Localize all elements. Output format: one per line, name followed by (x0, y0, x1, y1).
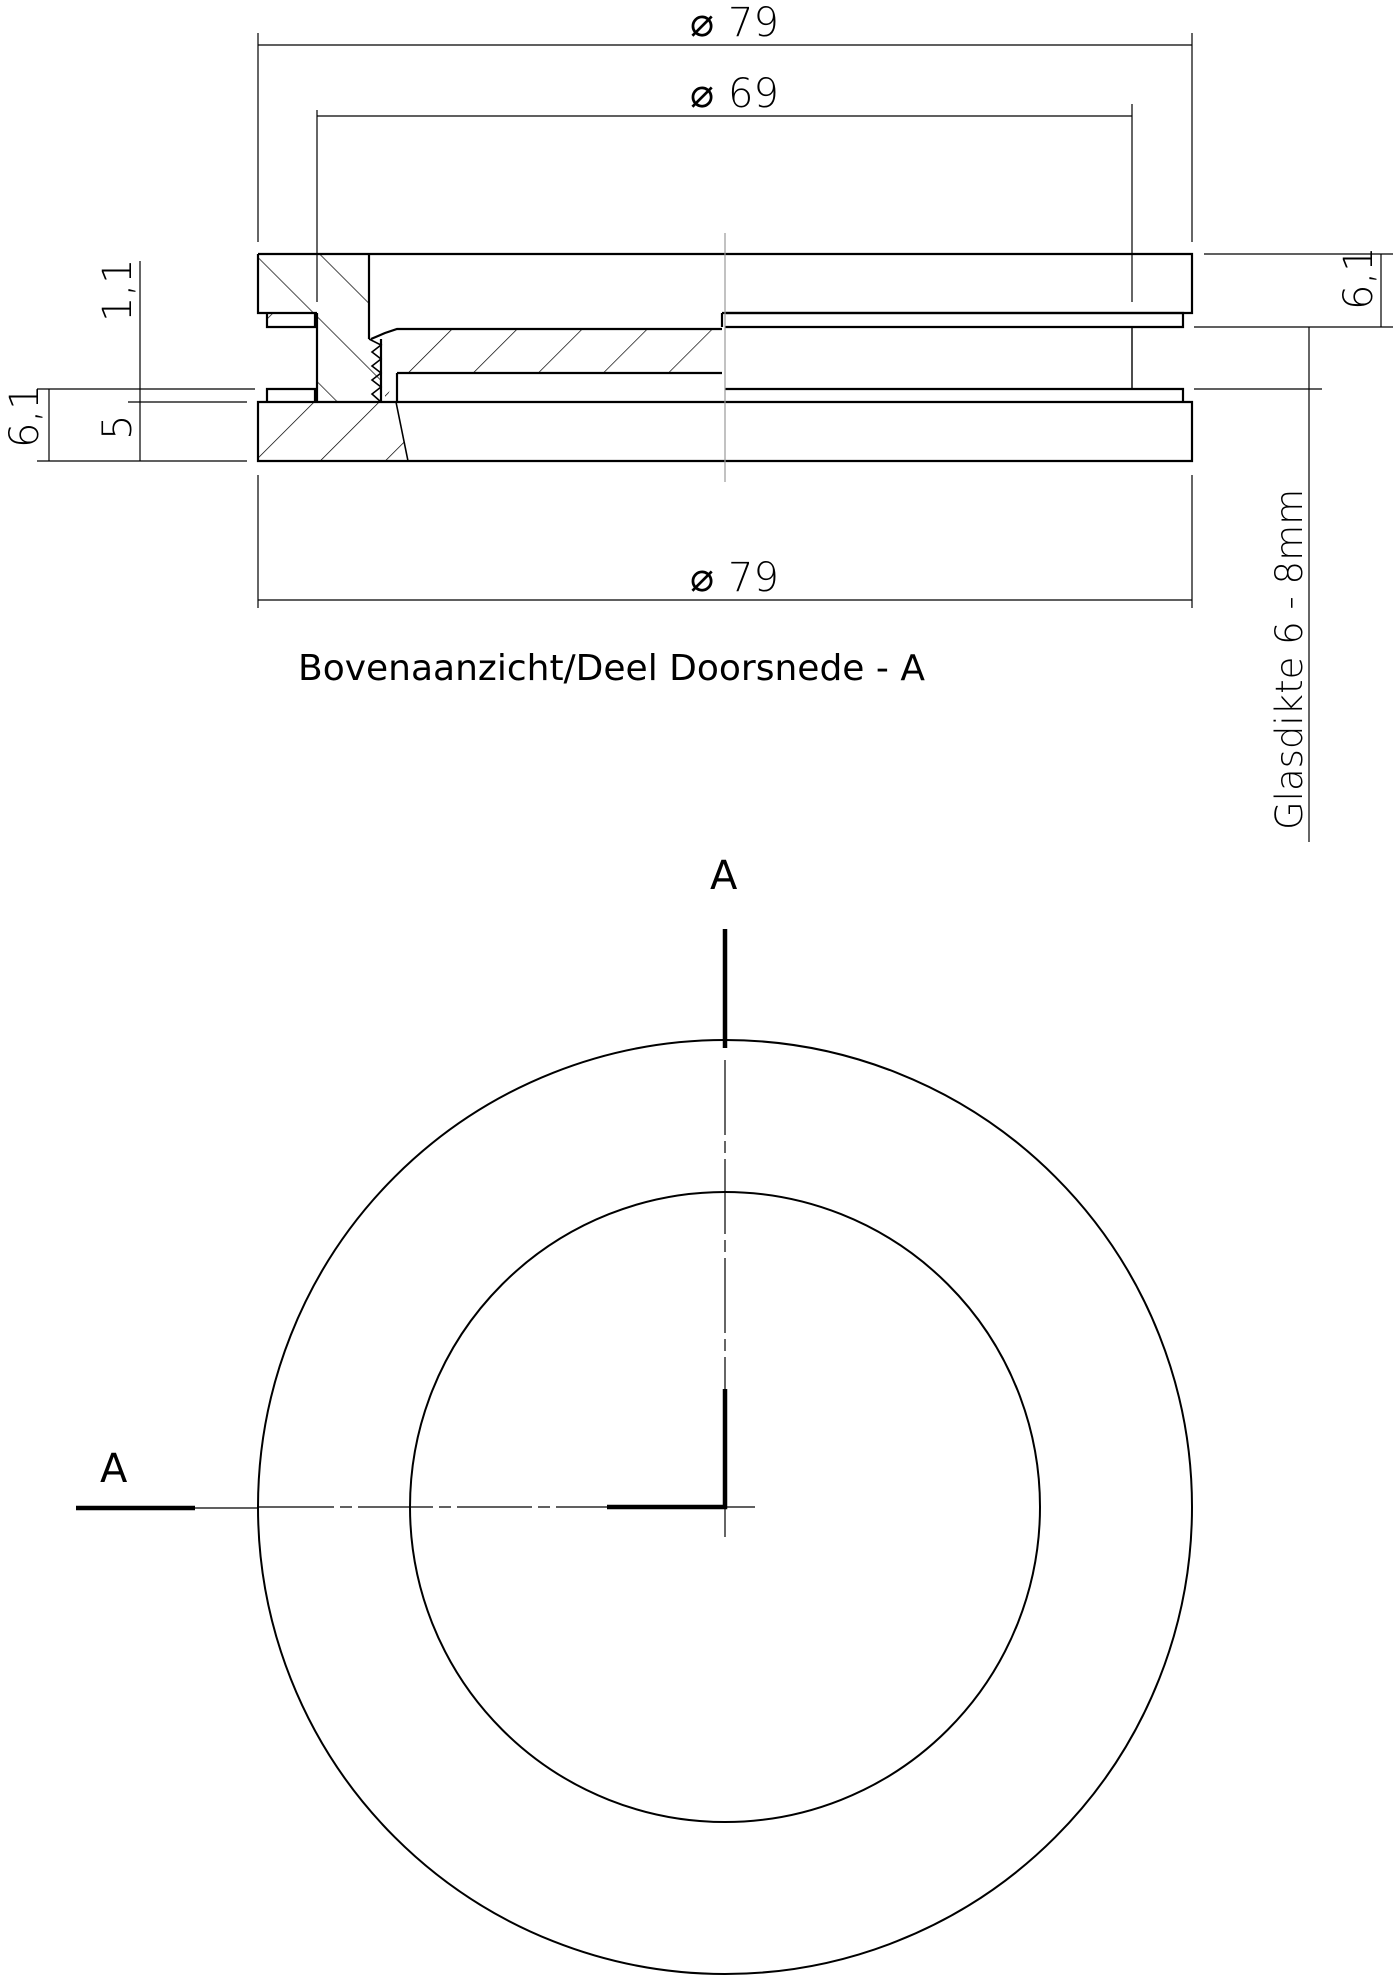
section-label-left: A (100, 1446, 128, 1492)
dimension-label-inner: 69 (728, 71, 779, 117)
dimension-label-outer-top: 79 (728, 0, 779, 46)
dimension-right (1194, 253, 1393, 842)
section-caption: Bovenaanzicht/Deel Doorsnede - A (298, 648, 925, 689)
section-cut-line (76, 929, 728, 1511)
dimension-label-left-outer: 6,1 (2, 384, 48, 448)
dimension-label-left-inner: 5 (95, 415, 141, 440)
section-view: ⌀ 79 ⌀ 69 (2, 0, 1393, 842)
section-hatching (258, 254, 722, 461)
dimension-left (37, 261, 255, 462)
dimension-label-right-top: 6,1 (1336, 246, 1382, 310)
dimension-outer-diameter-top (257, 33, 1193, 242)
diameter-symbol-icon: ⌀ (690, 71, 714, 117)
glass-thickness-note: Glasdikte 6 - 8mm (1268, 489, 1311, 830)
diameter-symbol-icon: ⌀ (690, 0, 714, 46)
plan-view: A A (76, 853, 1193, 1975)
diameter-symbol-icon: ⌀ (690, 555, 714, 601)
dimension-outer-diameter-bottom (257, 475, 1193, 608)
dimension-label-outer-bottom: 79 (728, 555, 779, 601)
section-label-top: A (710, 853, 738, 899)
dimension-label-left-upper: 1,1 (95, 258, 141, 322)
